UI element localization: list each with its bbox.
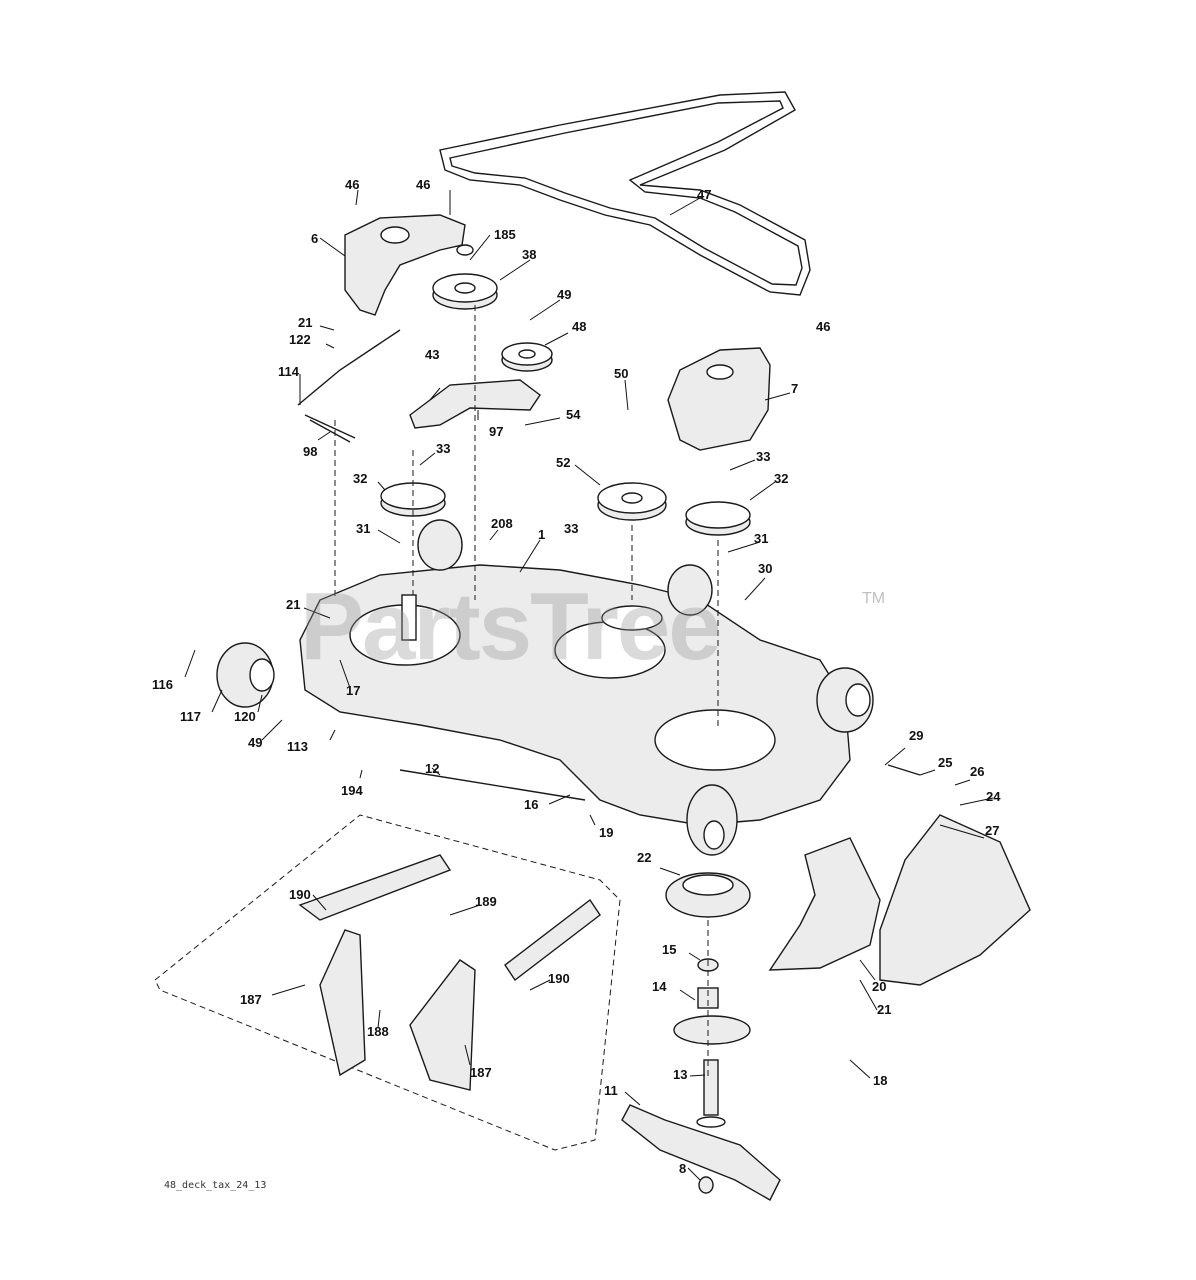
callout-116: 116	[152, 677, 173, 692]
callout-97: 97	[489, 424, 504, 439]
blade-bolt	[698, 1176, 714, 1194]
callout-29: 29	[909, 728, 924, 743]
callout-46-right: 46	[816, 319, 831, 334]
callout-32-right: 32	[774, 471, 789, 486]
callout-11: 11	[604, 1083, 618, 1098]
callout-187-right: 187	[470, 1065, 492, 1080]
callout-19: 19	[599, 825, 614, 840]
spindle-pulley-right	[685, 501, 751, 536]
inset-lift-arms	[298, 854, 601, 1091]
spindle-pulley-center	[597, 482, 667, 521]
callout-8: 8	[679, 1161, 687, 1176]
callout-27: 27	[985, 823, 1000, 838]
callout-46-center: 46	[416, 177, 431, 192]
gauge-wheel-front	[686, 784, 738, 856]
deflector-spring	[887, 764, 921, 776]
callout-21-mid: 21	[286, 597, 301, 612]
discharge-deflector	[879, 814, 1031, 986]
callout-190-left: 190	[289, 887, 311, 902]
deck-rod	[399, 769, 586, 801]
callout-33-right: 33	[756, 449, 771, 464]
callout-117: 117	[180, 709, 201, 724]
callout-190-right: 190	[548, 971, 570, 986]
right-belt-guard	[667, 347, 771, 451]
callout-7: 7	[791, 381, 799, 396]
callout-33-left: 33	[436, 441, 451, 456]
gauge-wheel-rear-left	[417, 519, 463, 571]
callout-15: 15	[662, 942, 677, 957]
callout-17: 17	[346, 683, 361, 698]
callout-25: 25	[938, 755, 953, 770]
callout-49-top: 49	[557, 287, 572, 302]
callout-30: 30	[758, 561, 773, 576]
callout-16: 16	[524, 797, 539, 812]
callout-33-center: 33	[564, 521, 579, 536]
gauge-wheel-right	[816, 667, 874, 733]
callout-21-bottom: 21	[877, 1002, 892, 1017]
callout-122: 122	[289, 332, 311, 347]
callout-21-top: 21	[298, 315, 313, 330]
idler-pulley-48	[501, 342, 553, 372]
gauge-wheel-rear-right	[667, 564, 713, 616]
callout-50: 50	[614, 366, 629, 381]
inset-panel	[154, 814, 621, 1151]
callout-18: 18	[873, 1073, 888, 1088]
callout-185: 185	[494, 227, 516, 242]
callout-49-left: 49	[248, 735, 263, 750]
callout-43: 43	[425, 347, 440, 362]
callout-38: 38	[522, 247, 537, 262]
spindle-housing	[665, 872, 751, 1128]
callout-13: 13	[673, 1067, 688, 1082]
callout-1: 1	[538, 527, 546, 542]
callout-48: 48	[572, 319, 587, 334]
callout-31-left: 31	[356, 521, 371, 536]
callout-46-left: 46	[345, 177, 360, 192]
callout-31-right: 31	[754, 531, 769, 546]
idler-rod	[297, 329, 401, 406]
callout-113: 113	[287, 739, 308, 754]
callout-6: 6	[311, 231, 319, 246]
callout-20: 20	[872, 979, 887, 994]
callout-189: 189	[475, 894, 497, 909]
callout-12: 12	[425, 761, 440, 776]
callout-187-left: 187	[240, 992, 262, 1007]
callout-26: 26	[970, 764, 985, 779]
callout-54: 54	[566, 407, 581, 422]
callout-194: 194	[341, 783, 363, 798]
callout-47: 47	[697, 187, 712, 202]
callout-52: 52	[556, 455, 571, 470]
gauge-wheel-left	[216, 642, 275, 708]
idler-arm	[409, 379, 541, 429]
callout-114: 114	[278, 364, 299, 379]
callout-32-left: 32	[353, 471, 368, 486]
callout-24: 24	[986, 789, 1001, 804]
callout-22: 22	[637, 850, 652, 865]
left-belt-guard	[344, 214, 466, 316]
callout-188: 188	[367, 1024, 389, 1039]
callout-14: 14	[652, 979, 667, 994]
callout-208: 208	[491, 516, 513, 531]
mower-deck	[299, 564, 851, 826]
callout-98: 98	[303, 444, 318, 459]
watermark-logo: PartsTree	[300, 573, 722, 680]
deflector-bracket	[768, 837, 881, 971]
mower-blade	[621, 1104, 781, 1201]
idler-spring	[304, 414, 356, 443]
callout-120: 120	[234, 709, 256, 724]
drive-belt	[439, 91, 811, 296]
trademark-symbol: TM	[862, 590, 886, 607]
idler-pulley-38	[432, 244, 498, 310]
drawing-code: 48_deck_tax_24_13	[164, 1180, 267, 1191]
